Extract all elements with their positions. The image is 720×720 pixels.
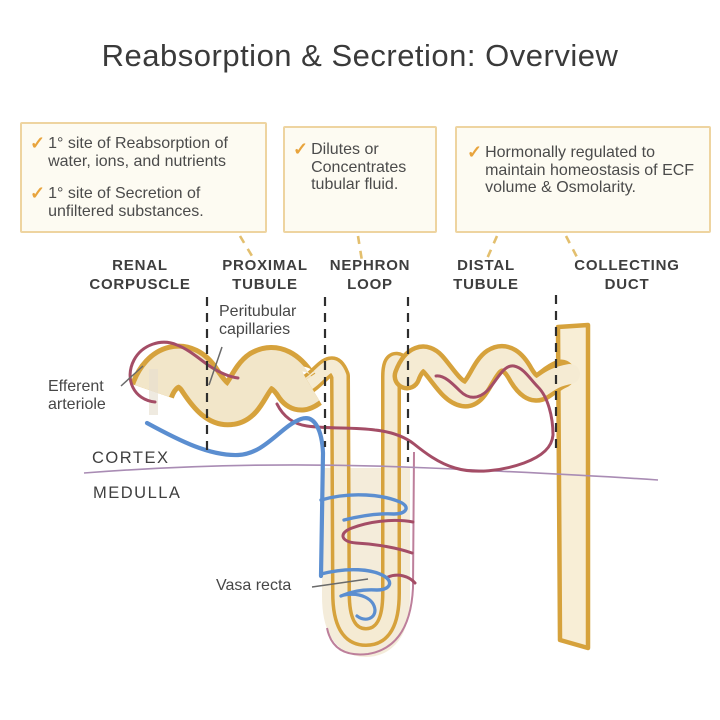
checklist-item: ✓ 1° site of Reabsorption of water, ions… <box>30 133 259 170</box>
vasa-recta-vessel-shape <box>144 416 408 621</box>
checklist-item: ✓ Dilutes or Concentrates tubular fluid. <box>293 139 431 194</box>
segment-label-line: TUBULE <box>453 275 519 293</box>
check-icon: ✓ <box>30 133 46 153</box>
nephron-loop-shape <box>298 351 419 647</box>
label-pointer-lines <box>120 346 369 588</box>
segment-label-line: RENAL <box>112 257 168 274</box>
check-icon: ✓ <box>293 139 309 159</box>
segment-label-renal-corpuscle: RENAL CORPUSCLE <box>89 257 190 295</box>
segment-label-line: DISTAL <box>457 257 515 274</box>
label-line: Efferent <box>48 378 104 395</box>
checklist-item: ✓ Hormonally regulated to maintain homeo… <box>467 142 705 197</box>
label-vasa-recta: Vasa recta <box>216 577 292 594</box>
vasa-recta-outline <box>326 451 415 656</box>
callout-leader-lines <box>238 235 581 262</box>
segment-label-line: PROXIMAL <box>222 257 308 274</box>
segment-label-collecting-duct: COLLECTING DUCT <box>574 257 680 295</box>
label-medulla: MEDULLA <box>93 484 182 502</box>
callout-nephron-loop: ✓ Dilutes or Concentrates tubular fluid. <box>283 126 437 233</box>
collecting-duct-shape <box>555 322 591 651</box>
segment-label-line: TUBULE <box>232 275 298 293</box>
segment-label-line: LOOP <box>347 275 393 293</box>
peritubular-capillary-shape <box>128 340 555 585</box>
label-line: Peritubular <box>219 303 297 320</box>
label-line: arteriole <box>48 396 106 414</box>
segment-label-line: NEPHRON <box>329 257 411 274</box>
cortex-medulla-boundary-line <box>83 464 659 481</box>
label-efferent-arteriole: Efferent arteriole <box>48 378 106 414</box>
label-line: capillaries <box>219 321 291 339</box>
label-cortex: CORTEX <box>92 449 170 467</box>
callout-distal-collecting: ✓ Hormonally regulated to maintain homeo… <box>455 126 711 233</box>
label-peritubular-capillaries: Peritubular capillaries <box>219 303 296 339</box>
distal-tubule-shape <box>392 344 580 409</box>
callout-proximal-tubule: ✓ 1° site of Reabsorption of water, ions… <box>20 122 267 233</box>
check-icon: ✓ <box>30 183 46 204</box>
page-title: Reabsorption & Secretion: Overview <box>101 38 619 73</box>
check-icon: ✓ <box>467 142 483 162</box>
checklist-item-text: Dilutes or Concentrates tubular fluid. <box>311 141 407 194</box>
proximal-tubule-shape <box>130 343 323 428</box>
segment-divider-dashes <box>205 295 558 462</box>
checklist-item-text: 1° site of Secretion of unfiltered subst… <box>48 185 204 220</box>
checklist-item-text: Hormonally regulated to maintain homeost… <box>485 144 695 197</box>
segment-label-line: COLLECTING <box>574 257 680 274</box>
segment-label-distal-tubule: DISTAL TUBULE <box>453 257 519 295</box>
segment-label-proximal-tubule: PROXIMAL TUBULE <box>222 257 308 295</box>
checklist-item-text: 1° site of Reabsorption of water, ions, … <box>48 135 228 170</box>
segment-label-nephron-loop: NEPHRON LOOP <box>330 257 411 295</box>
segment-label-line: DUCT <box>604 275 650 293</box>
checklist-item: ✓ 1° site of Secretion of unfiltered sub… <box>30 183 259 220</box>
segment-label-line: CORPUSCLE <box>89 275 191 293</box>
